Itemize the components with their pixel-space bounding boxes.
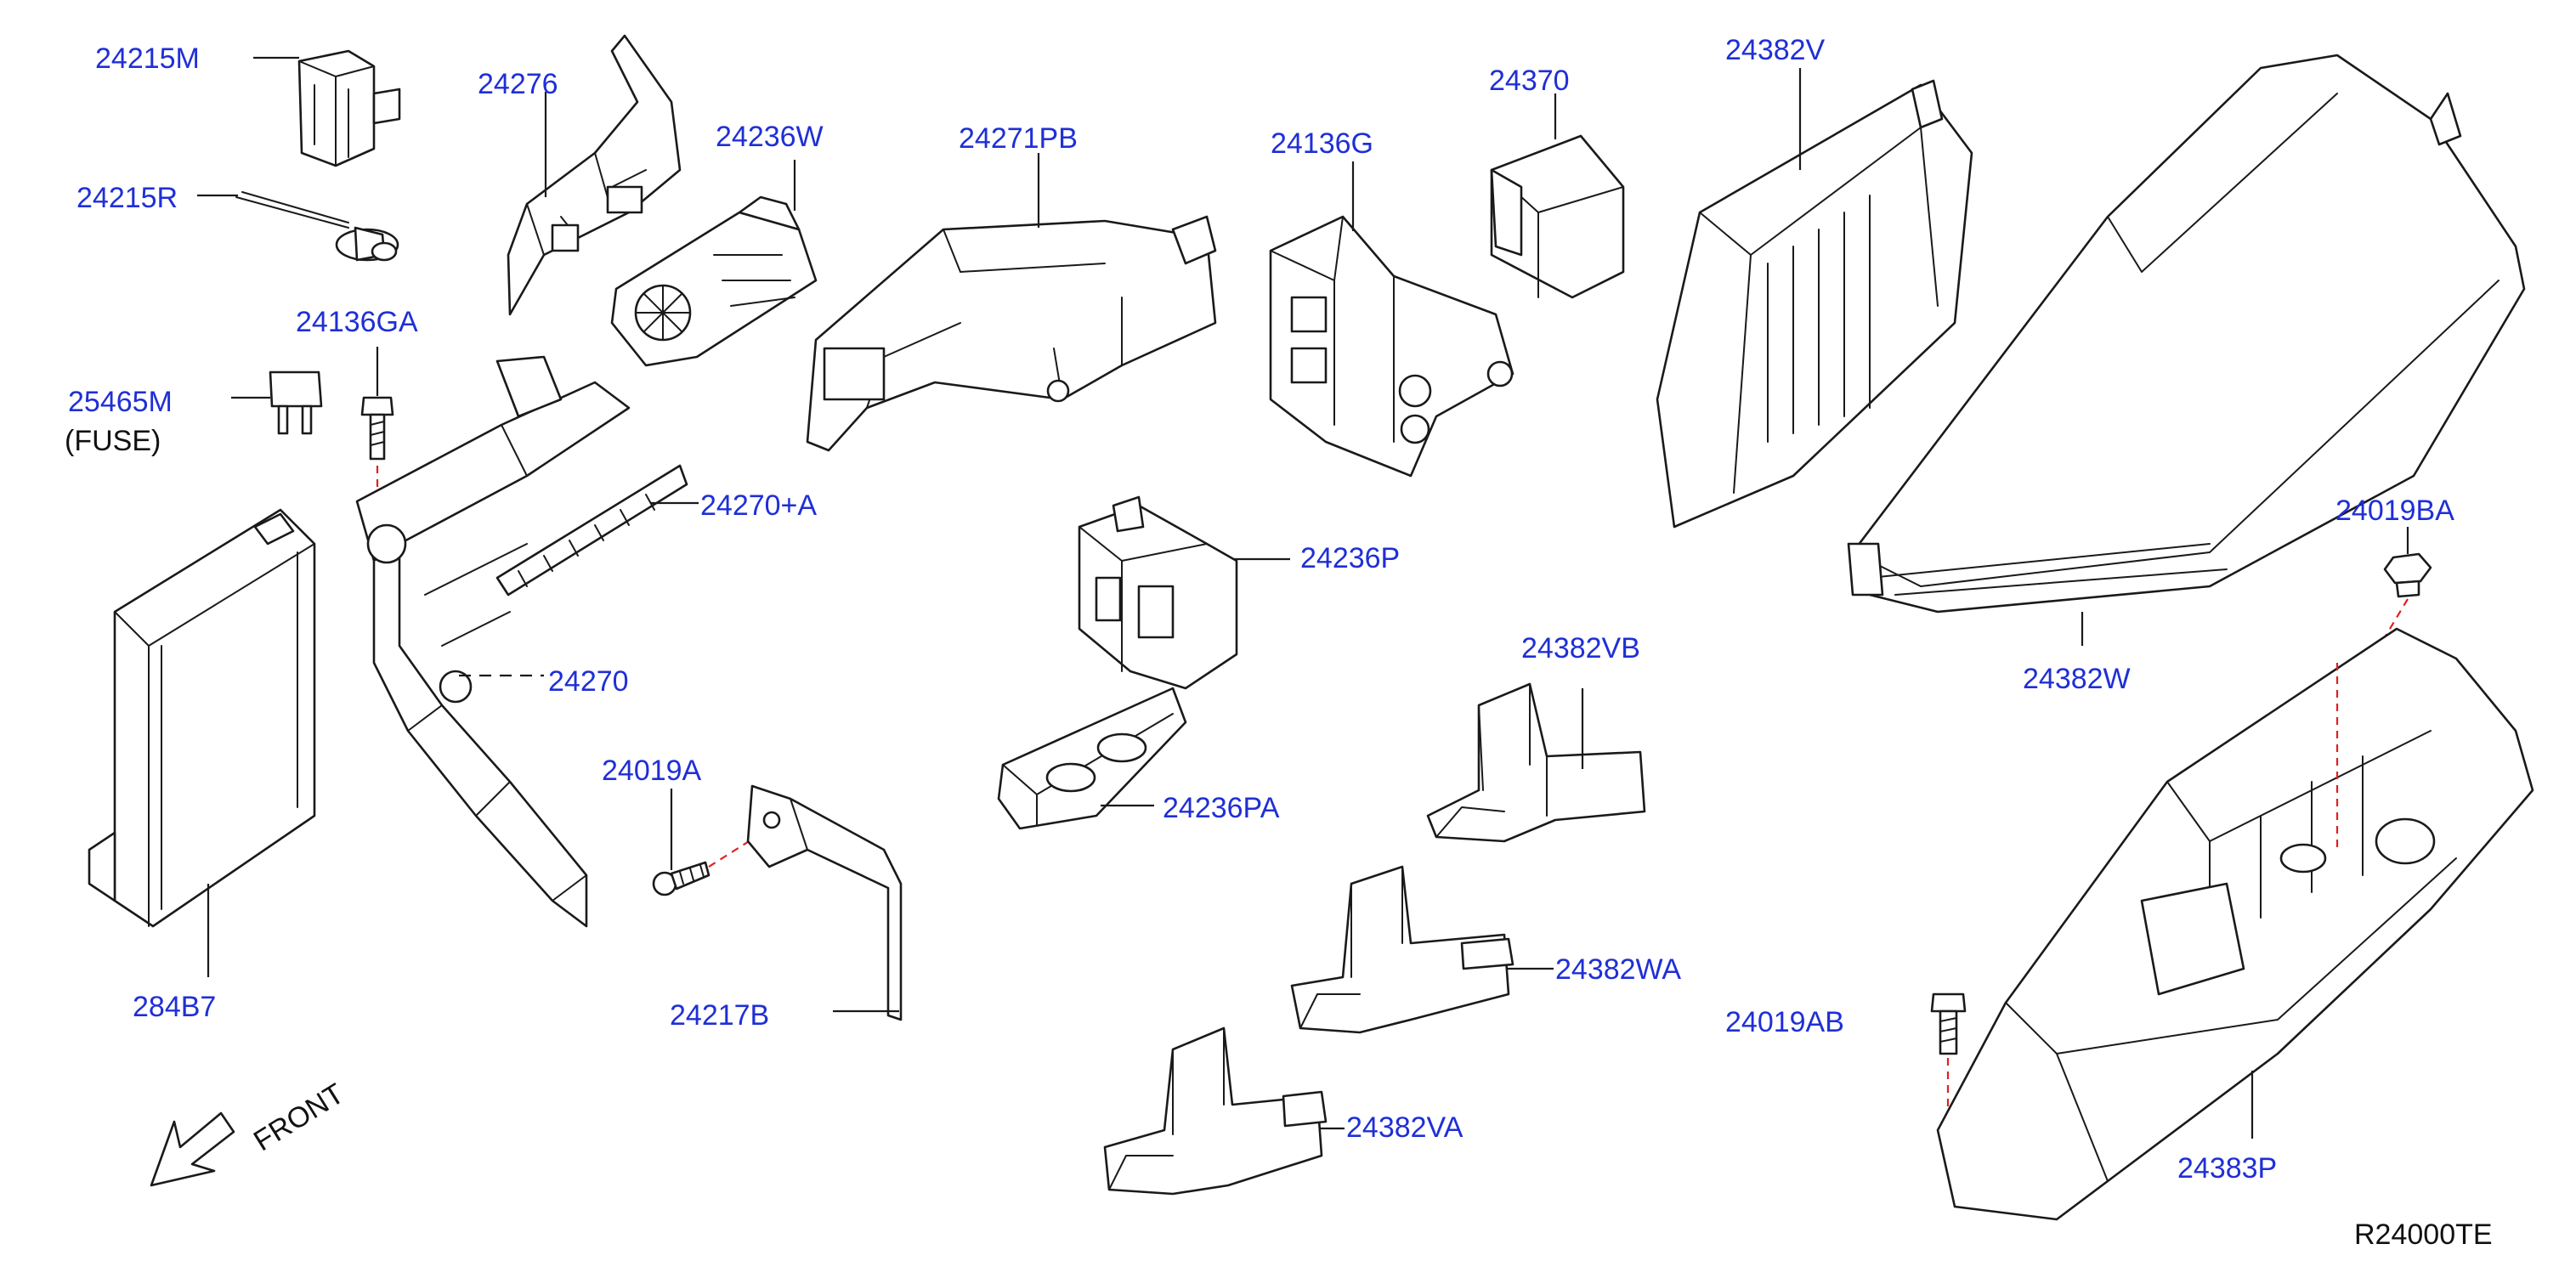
harness-bracket-24270 [355,355,631,928]
cover-24382V [1656,79,1973,529]
clip-24215M [297,49,401,167]
label-24019AB: 24019AB [1725,1006,1844,1038]
label-24271PB: 24271PB [959,122,1078,155]
fuse-25465M [269,370,323,435]
label-24270A: 24270+A [700,489,818,522]
label-24019BA: 24019BA [2335,495,2454,527]
bracket-24217B [746,784,903,1021]
label-24276: 24276 [478,68,558,100]
label-24236W: 24236W [716,121,824,153]
module-284B7 [88,508,316,928]
label-24217B: 24217B [670,999,770,1032]
label-24382VA: 24382VA [1346,1111,1464,1144]
front-arrow-icon [150,1111,235,1187]
screw-24019A [652,861,711,896]
holder-24236PA [997,687,1187,830]
screw-24136GA [360,396,394,461]
relay-bracket-24136G [1269,215,1514,478]
holder-24236W [610,195,818,367]
protector-24382VB [1426,682,1646,843]
label-24136G: 24136G [1271,127,1373,160]
strip-24270A [495,464,688,597]
label-284B7: 284B7 [133,991,217,1023]
label-reference-code: R24000TE [2354,1219,2493,1251]
bolt-24019AB [1930,992,1967,1055]
label-25465M: 25465M [68,386,173,418]
label-24215R: 24215R [76,182,178,214]
label-24370: 24370 [1489,65,1570,97]
bracket-24271PB [806,215,1217,452]
label-24236P: 24236P [1300,542,1401,574]
cover-24370 [1490,134,1625,299]
label-24019A: 24019A [602,755,702,787]
label-24136GA: 24136GA [296,306,418,338]
label-24382VB: 24382VB [1521,632,1640,664]
holder-24236P [1078,495,1238,690]
label-24382WA: 24382WA [1555,953,1682,986]
label-24382W: 24382W [2023,663,2131,695]
label-24383P: 24383P [2177,1152,2278,1185]
label-24215M: 24215M [95,42,200,75]
nut-24019BA [2383,552,2432,598]
label-24270: 24270 [548,665,629,698]
label-24236PA: 24236PA [1163,792,1280,824]
label-24382V: 24382V [1725,34,1826,66]
label-fuse: (FUSE) [65,425,161,457]
protector-24382WA [1290,865,1514,1034]
protector-24382VA [1103,1026,1328,1196]
tie-24215R [235,191,399,262]
fuse-box-cover-24382W [1847,54,2526,614]
lower-box-24383P [1936,627,2534,1221]
bracket-24276 [507,34,682,316]
